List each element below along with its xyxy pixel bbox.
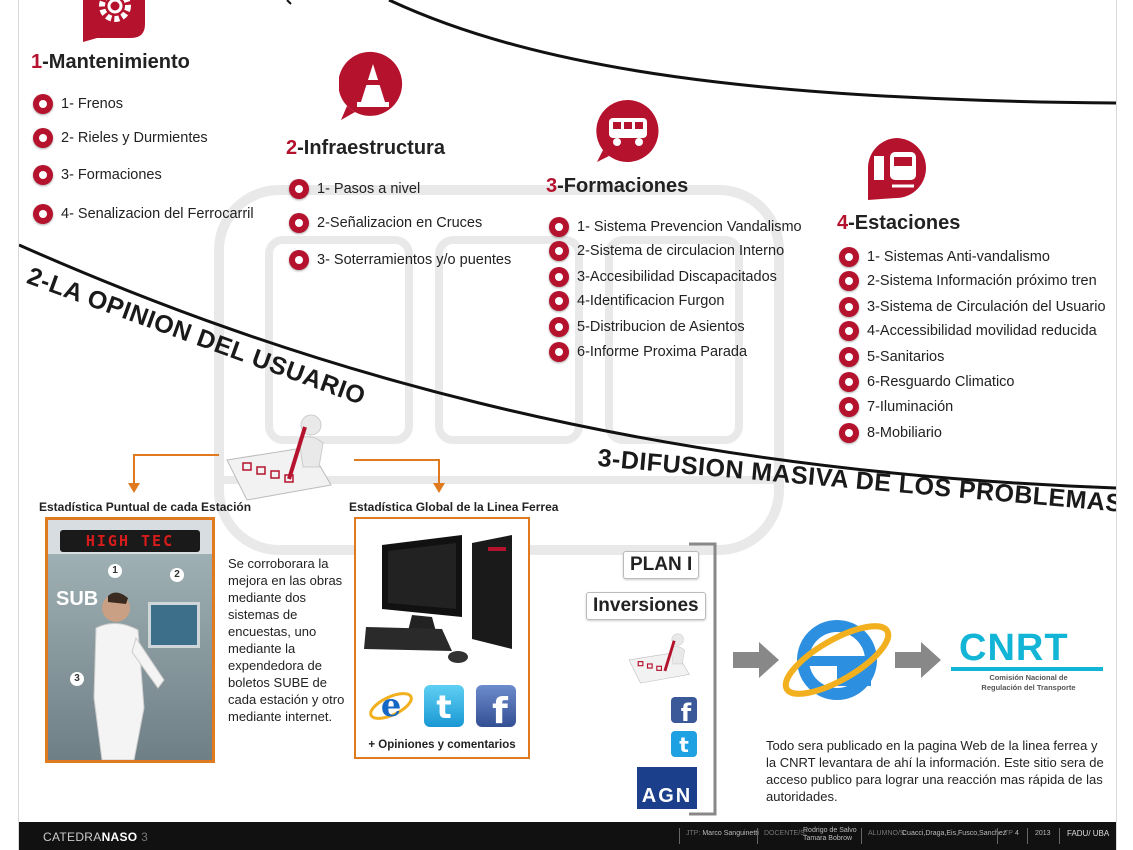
list-item: 5-Distribucion de Asientos <box>549 317 745 337</box>
train-car-icon <box>549 317 569 337</box>
train-car-icon <box>549 267 569 287</box>
category-title-estaciones: 4-Estaciones <box>837 212 961 234</box>
list-item: 3-Accesibilidad Discapacitados <box>549 267 777 287</box>
twitter-icon: t <box>424 685 464 727</box>
gear-icon <box>33 128 53 148</box>
list-item: 2-Sistema de circulacion Interno <box>549 241 784 261</box>
divider-curves <box>19 0 1116 490</box>
footer-bar: CATEDRANASO 3 JTP: Marco Sanguinetti DOC… <box>19 822 1116 850</box>
category-title-formaciones: 3-Formaciones <box>546 175 689 197</box>
agn-logo: AGN <box>637 767 697 809</box>
list-item: 2- Rieles y Durmientes <box>33 128 208 148</box>
list-item: 1- Pasos a nivel <box>289 179 420 199</box>
arrow-right-icon <box>895 642 941 678</box>
list-item: 4-Identificacion Furgon <box>549 291 725 311</box>
desktop-computer-icon <box>364 535 512 663</box>
facebook-icon: f <box>476 685 516 732</box>
train-station-icon <box>839 423 859 443</box>
ie-icon: e <box>368 683 414 729</box>
train-car-icon <box>549 241 569 261</box>
list-item: 1- Frenos <box>33 94 123 114</box>
gear-icon <box>83 0 145 42</box>
traffic-cone-icon <box>289 213 309 233</box>
arrow-right-icon <box>733 642 779 678</box>
category-title-infraestructura: 2-Infraestructura <box>286 137 445 159</box>
facebook-icon-small: f <box>671 697 697 727</box>
list-item: 3-Sistema de Circulación del Usuario <box>839 297 1106 317</box>
poster: 1-Mantenimiento 1- Frenos 2- Rieles y Du… <box>18 0 1117 850</box>
twitter-icon-small: t <box>671 731 697 757</box>
train-station-icon <box>839 372 859 392</box>
train-station-icon <box>867 138 926 200</box>
list-item: 7-Iluminación <box>839 397 953 417</box>
list-item: 2-Sistema Información próximo tren <box>839 271 1097 291</box>
traffic-cone-icon <box>339 51 403 120</box>
global-stats-label: Estadística Global de la Linea Ferrea <box>349 500 559 514</box>
list-item: 3- Formaciones <box>33 165 162 185</box>
survey-description: Se corroborara la mejora en las obras me… <box>228 556 345 724</box>
svg-text:f: f <box>681 699 692 723</box>
svg-text:t: t <box>436 688 451 726</box>
cnrt-logo: CNRT Comisión Nacional de Regulación del… <box>951 627 1106 697</box>
inversiones-label: Inversiones <box>586 592 706 620</box>
station-stats-label: Estadística Puntual de cada Estación <box>39 500 252 514</box>
sube-machine-photo: HIGH TEC SUB 1 2 3 <box>45 517 215 763</box>
train-station-icon <box>839 271 859 291</box>
survey-checklist-icon-small <box>628 633 690 684</box>
gear-icon <box>33 165 53 185</box>
svg-text:f: f <box>492 691 508 727</box>
plan-bracket <box>689 542 717 816</box>
train-station-icon <box>839 297 859 317</box>
list-item: 4-Accessibilidad movilidad reducida <box>839 321 1097 341</box>
traffic-cone-icon <box>289 250 309 270</box>
list-item: 3- Soterramientos y/o puentes <box>289 250 511 270</box>
survey-checklist-icon <box>226 414 332 501</box>
list-item: 1- Sistemas Anti-vandalismo <box>839 247 1050 267</box>
footer-brand: CATEDRANASO 3 <box>43 830 149 844</box>
svg-text:t: t <box>679 733 689 757</box>
list-item: 5-Sanitarios <box>839 347 944 367</box>
gear-icon <box>33 204 53 224</box>
plan-label: PLAN I <box>623 551 700 579</box>
train-car-icon <box>549 217 569 237</box>
internet-explorer-icon <box>782 620 892 700</box>
led-display: HIGH TEC <box>60 530 200 552</box>
list-item: 4- Senalizacion del Ferrocarril <box>33 204 254 224</box>
list-item: 6-Informe Proxima Parada <box>549 342 747 362</box>
list-item: 1- Sistema Prevencion Vandalismo <box>549 217 802 237</box>
svg-text:e: e <box>381 686 401 724</box>
traffic-cone-icon <box>289 179 309 199</box>
train-station-icon <box>839 397 859 417</box>
list-item: 8-Mobiliario <box>839 423 942 443</box>
train-car-icon <box>549 291 569 311</box>
train-station-icon <box>839 247 859 267</box>
publication-description: Todo sera publicado en la pagina Web de … <box>766 738 1104 804</box>
computer-box: e t f + Opiniones y comentarios <box>354 517 530 759</box>
opinions-label: + Opiniones y comentarios <box>368 739 516 751</box>
sube-text: SUB <box>56 588 99 610</box>
train-car-icon <box>549 342 569 362</box>
machine-screen <box>148 602 200 648</box>
train-station-icon <box>839 321 859 341</box>
train-station-icon <box>839 347 859 367</box>
gear-icon <box>33 94 53 114</box>
survey-arrows <box>128 454 445 493</box>
person-figure <box>93 592 165 760</box>
list-item: 2-Señalizacion en Cruces <box>289 213 482 233</box>
category-title-mantenimiento: 1-Mantenimiento <box>31 51 190 73</box>
train-car-icon <box>596 99 659 162</box>
list-item: 6-Resguardo Climatico <box>839 372 1014 392</box>
